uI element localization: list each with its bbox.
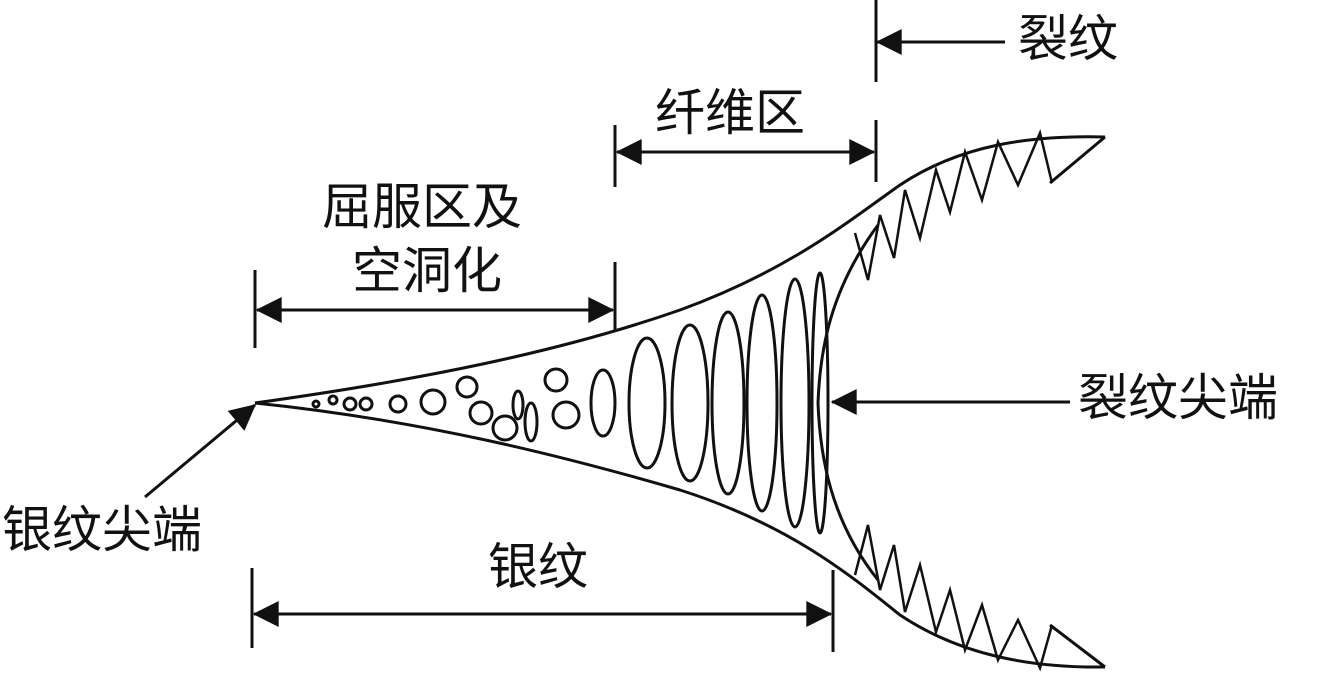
upper-boundary xyxy=(254,135,1106,405)
lower-teeth xyxy=(853,524,1054,672)
lower-boundary xyxy=(254,401,1106,669)
lower-jaw-tip xyxy=(1049,623,1106,669)
upper-teeth xyxy=(853,129,1054,281)
craze-outline xyxy=(254,135,1106,669)
broken-fibrils xyxy=(853,129,1054,672)
void-bubbles xyxy=(311,367,617,443)
crack-front xyxy=(816,224,880,581)
craze-label: 银纹 xyxy=(488,538,588,596)
fiber-zone-label: 纤维区 xyxy=(655,84,805,142)
crack-label: 裂纹 xyxy=(1018,10,1118,68)
yield-zone-label-line2: 空洞化 xyxy=(352,242,502,300)
crack-tip-label: 裂纹尖端 xyxy=(1078,369,1278,427)
fibrils xyxy=(627,271,830,535)
annotations xyxy=(144,0,1070,652)
upper-jaw-tip xyxy=(1049,135,1106,185)
craze-tip-arrow xyxy=(144,403,256,499)
craze-tip-label: 银纹尖端 xyxy=(2,501,202,559)
yield-zone-label-line1: 屈服区及 xyxy=(322,178,522,236)
